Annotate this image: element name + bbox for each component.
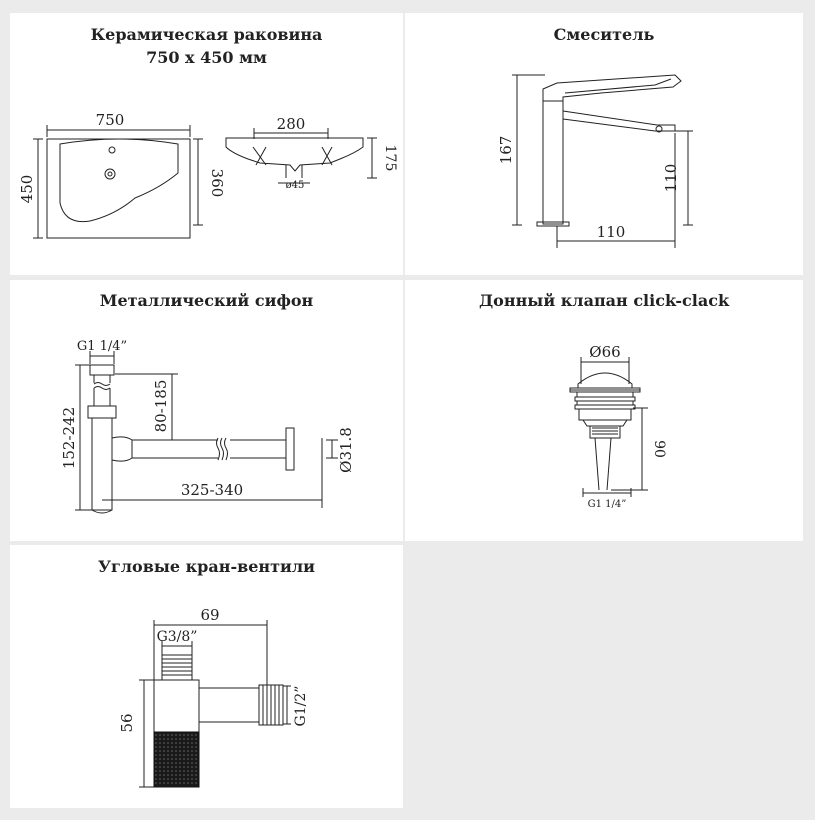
sink-drawing: 750 450 360 280 175 ø45	[18, 111, 398, 239]
siphon-length-label: 325-340	[181, 481, 243, 499]
sink-depth-label: 450	[18, 175, 36, 204]
siphon-pipe	[132, 439, 218, 459]
sink-side-outline	[225, 137, 364, 172]
angle-valve-inlet-label: G3/8”	[157, 629, 198, 645]
mixer-title: Смеситель	[553, 25, 655, 44]
mixer-body	[542, 100, 564, 225]
mixer-height-label: 167	[497, 136, 515, 165]
siphon-bottle	[91, 417, 113, 511]
mixer-drawing: 167 110 110	[497, 74, 693, 248]
panel-sink: Керамическая раковина 750 x 450 мм	[10, 13, 403, 275]
sink-bowl-label: 360	[208, 169, 226, 198]
angle-valve-body	[153, 679, 200, 733]
siphon-title: Металлический сифон	[99, 291, 314, 310]
panel-siphon: Металлический сифон	[10, 280, 403, 541]
siphon-pipe-label: Ø31.8	[337, 427, 355, 473]
panel-empty	[405, 545, 803, 808]
siphon-thread-label: G1 1/4”	[77, 339, 127, 354]
siphon-drawing: G1 1/4” 152-242 80-185 325-340 Ø31.8	[60, 339, 355, 514]
mixer-spout	[562, 110, 676, 132]
mixer-reach-label: 110	[597, 223, 626, 241]
sink-width-label: 750	[96, 111, 125, 129]
sink-faucet-hole	[108, 146, 116, 154]
mixer-spout-height-label: 110	[662, 164, 680, 193]
angle-valve-handle	[153, 731, 200, 788]
sink-subtitle: 750 x 450 мм	[146, 48, 267, 67]
sink-bowl-outline	[59, 138, 179, 223]
valve-drawing: Ø66 90 G1 1/4”	[569, 343, 667, 510]
valve-cap	[577, 372, 633, 389]
valve-thread-label: G1 1/4”	[588, 499, 627, 510]
sink-side-width-label: 280	[277, 115, 306, 133]
angle-valve-title: Угловые кран-вентили	[97, 557, 316, 576]
panel-mixer: Смеситель 167 110 110	[405, 13, 803, 275]
valve-rod	[594, 437, 612, 491]
sink-drain-icon	[104, 168, 116, 180]
valve-body	[578, 408, 632, 421]
siphon-height-label: 152-242	[60, 407, 78, 469]
siphon-nut	[89, 364, 115, 376]
angle-valve-height-label: 56	[118, 713, 136, 732]
angle-valve-drawing: 69 G3/8” G1/2” 56	[118, 606, 309, 788]
sink-side-height-label: 175	[382, 145, 398, 172]
panel-angle-valve: Угловые кран-вентили	[10, 545, 403, 808]
sink-drain-label: ø45	[286, 180, 305, 191]
valve-height-label: 90	[651, 440, 667, 458]
angle-valve-outlet-label: G1/2”	[293, 686, 309, 727]
sink-title: Керамическая раковина	[90, 25, 323, 44]
valve-thread	[589, 425, 621, 439]
siphon-adjust-label: 80-185	[152, 380, 170, 433]
siphon-flange	[285, 427, 295, 471]
angle-valve-width-label: 69	[200, 606, 219, 624]
sink-top-outline	[46, 138, 191, 239]
mixer-handle	[542, 74, 682, 101]
angle-valve-outlet	[198, 687, 260, 723]
panel-valve: Донный клапан click-clack	[405, 280, 803, 541]
valve-diameter-label: Ø66	[589, 343, 620, 361]
valve-title: Донный клапан click-clack	[478, 291, 730, 310]
